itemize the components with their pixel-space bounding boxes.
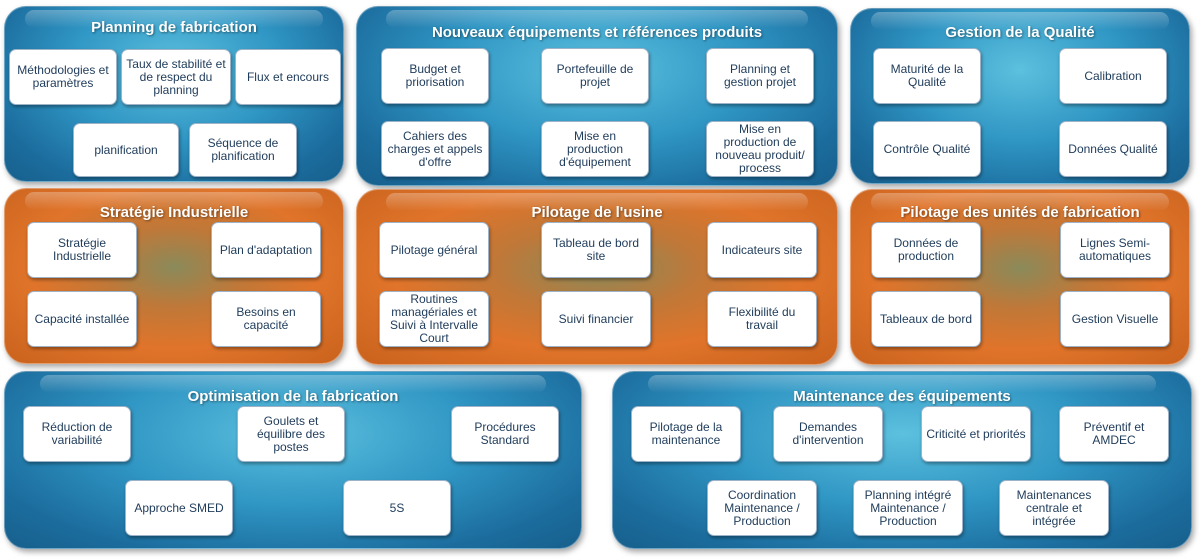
panel-title: Nouveaux équipements et références produ… [431, 24, 763, 41]
panel-title: Optimisation de la fabrication [187, 388, 399, 405]
item-budget-priorisation[interactable]: Budget et priorisation [381, 48, 489, 104]
panel-pilotage-usine: Pilotage de l'usine Pilotage général Tab… [356, 189, 838, 365]
item-sequence-planification[interactable]: Séquence de planification [189, 123, 297, 177]
panel-title: Stratégie Industrielle [99, 204, 249, 221]
item-tableaux-de-bord[interactable]: Tableaux de bord [871, 291, 981, 347]
item-criticite-priorites[interactable]: Criticité et priorités [921, 406, 1031, 462]
panel-title: Planning de fabrication [91, 19, 257, 36]
item-planification[interactable]: planification [73, 123, 179, 177]
item-cahiers-des-charges[interactable]: Cahiers des charges et appels d'offre [381, 121, 489, 177]
item-planning-gestion-projet[interactable]: Planning et gestion projet [706, 48, 814, 104]
item-besoins-capacite[interactable]: Besoins en capacité [211, 291, 321, 347]
panel-maintenance-equipements: Maintenance des équipements Pilotage de … [612, 371, 1192, 549]
item-planning-integre[interactable]: Planning intégré Maintenance / Productio… [853, 480, 963, 536]
panel-title: Gestion de la Qualité [945, 24, 1095, 41]
item-reduction-variabilite[interactable]: Réduction de variabilité [23, 406, 131, 462]
item-pilotage-maintenance[interactable]: Pilotage de la maintenance [631, 406, 741, 462]
item-mise-en-production-nouveau-produit[interactable]: Mise en production de nouveau produit/ p… [706, 121, 814, 177]
item-taux-stabilite[interactable]: Taux de stabilité et de respect du plann… [121, 49, 231, 105]
item-calibration[interactable]: Calibration [1059, 48, 1167, 104]
item-indicateurs-site[interactable]: Indicateurs site [707, 222, 817, 278]
panel-gestion-qualite: Gestion de la Qualité Maturité de la Qua… [850, 8, 1190, 184]
item-pilotage-general[interactable]: Pilotage général [379, 222, 489, 278]
item-demandes-intervention[interactable]: Demandes d'intervention [773, 406, 883, 462]
item-mise-en-production-equipement[interactable]: Mise en production d'équipement [541, 121, 649, 177]
item-donnees-qualite[interactable]: Données Qualité [1059, 121, 1167, 177]
panel-title: Pilotage des unités de fabrication [900, 204, 1140, 221]
item-gestion-visuelle[interactable]: Gestion Visuelle [1060, 291, 1170, 347]
item-plan-adaptation[interactable]: Plan d'adaptation [211, 222, 321, 278]
item-capacite-installee[interactable]: Capacité installée [27, 291, 137, 347]
item-methodologies-parametres[interactable]: Méthodologies et paramètres [9, 49, 117, 105]
item-tableau-de-bord-site[interactable]: Tableau de bord site [541, 222, 651, 278]
item-flexibilite-travail[interactable]: Flexibilité du travail [707, 291, 817, 347]
item-goulets-equilibre[interactable]: Goulets et équilibre des postes [237, 406, 345, 462]
item-controle-qualite[interactable]: Contrôle Qualité [873, 121, 981, 177]
panel-title: Pilotage de l'usine [531, 204, 663, 221]
item-flux-encours[interactable]: Flux et encours [235, 49, 341, 105]
item-maturite-qualite[interactable]: Maturité de la Qualité [873, 48, 981, 104]
item-5s[interactable]: 5S [343, 480, 451, 536]
panel-optimisation-fabrication: Optimisation de la fabrication Réduction… [4, 371, 582, 549]
item-maintenances-centrale[interactable]: Maintenances centrale et intégrée [999, 480, 1109, 536]
panel-planning-de-fabrication: Planning de fabrication Méthodologies et… [4, 6, 344, 182]
item-donnees-production[interactable]: Données de production [871, 222, 981, 278]
item-lignes-semi-automatiques[interactable]: Lignes Semi-automatiques [1060, 222, 1170, 278]
item-strategie-industrielle[interactable]: Stratégie Industrielle [27, 222, 137, 278]
panel-title: Maintenance des équipements [793, 388, 1011, 405]
item-approche-smed[interactable]: Approche SMED [125, 480, 233, 536]
item-portefeuille-projet[interactable]: Portefeuille de projet [541, 48, 649, 104]
item-routines-manageriales[interactable]: Routines managériales et Suivi à Interva… [379, 291, 489, 347]
item-suivi-financier[interactable]: Suivi financier [541, 291, 651, 347]
item-procedures-standard[interactable]: Procédures Standard [451, 406, 559, 462]
item-coordination-maintenance[interactable]: Coordination Maintenance / Production [707, 480, 817, 536]
item-preventif-amdec[interactable]: Préventif et AMDEC [1059, 406, 1169, 462]
panel-strategie-industrielle: Stratégie Industrielle Stratégie Industr… [4, 188, 344, 364]
panel-pilotage-unites: Pilotage des unités de fabrication Donné… [850, 189, 1190, 365]
panel-nouveaux-equipements: Nouveaux équipements et références produ… [356, 6, 838, 186]
